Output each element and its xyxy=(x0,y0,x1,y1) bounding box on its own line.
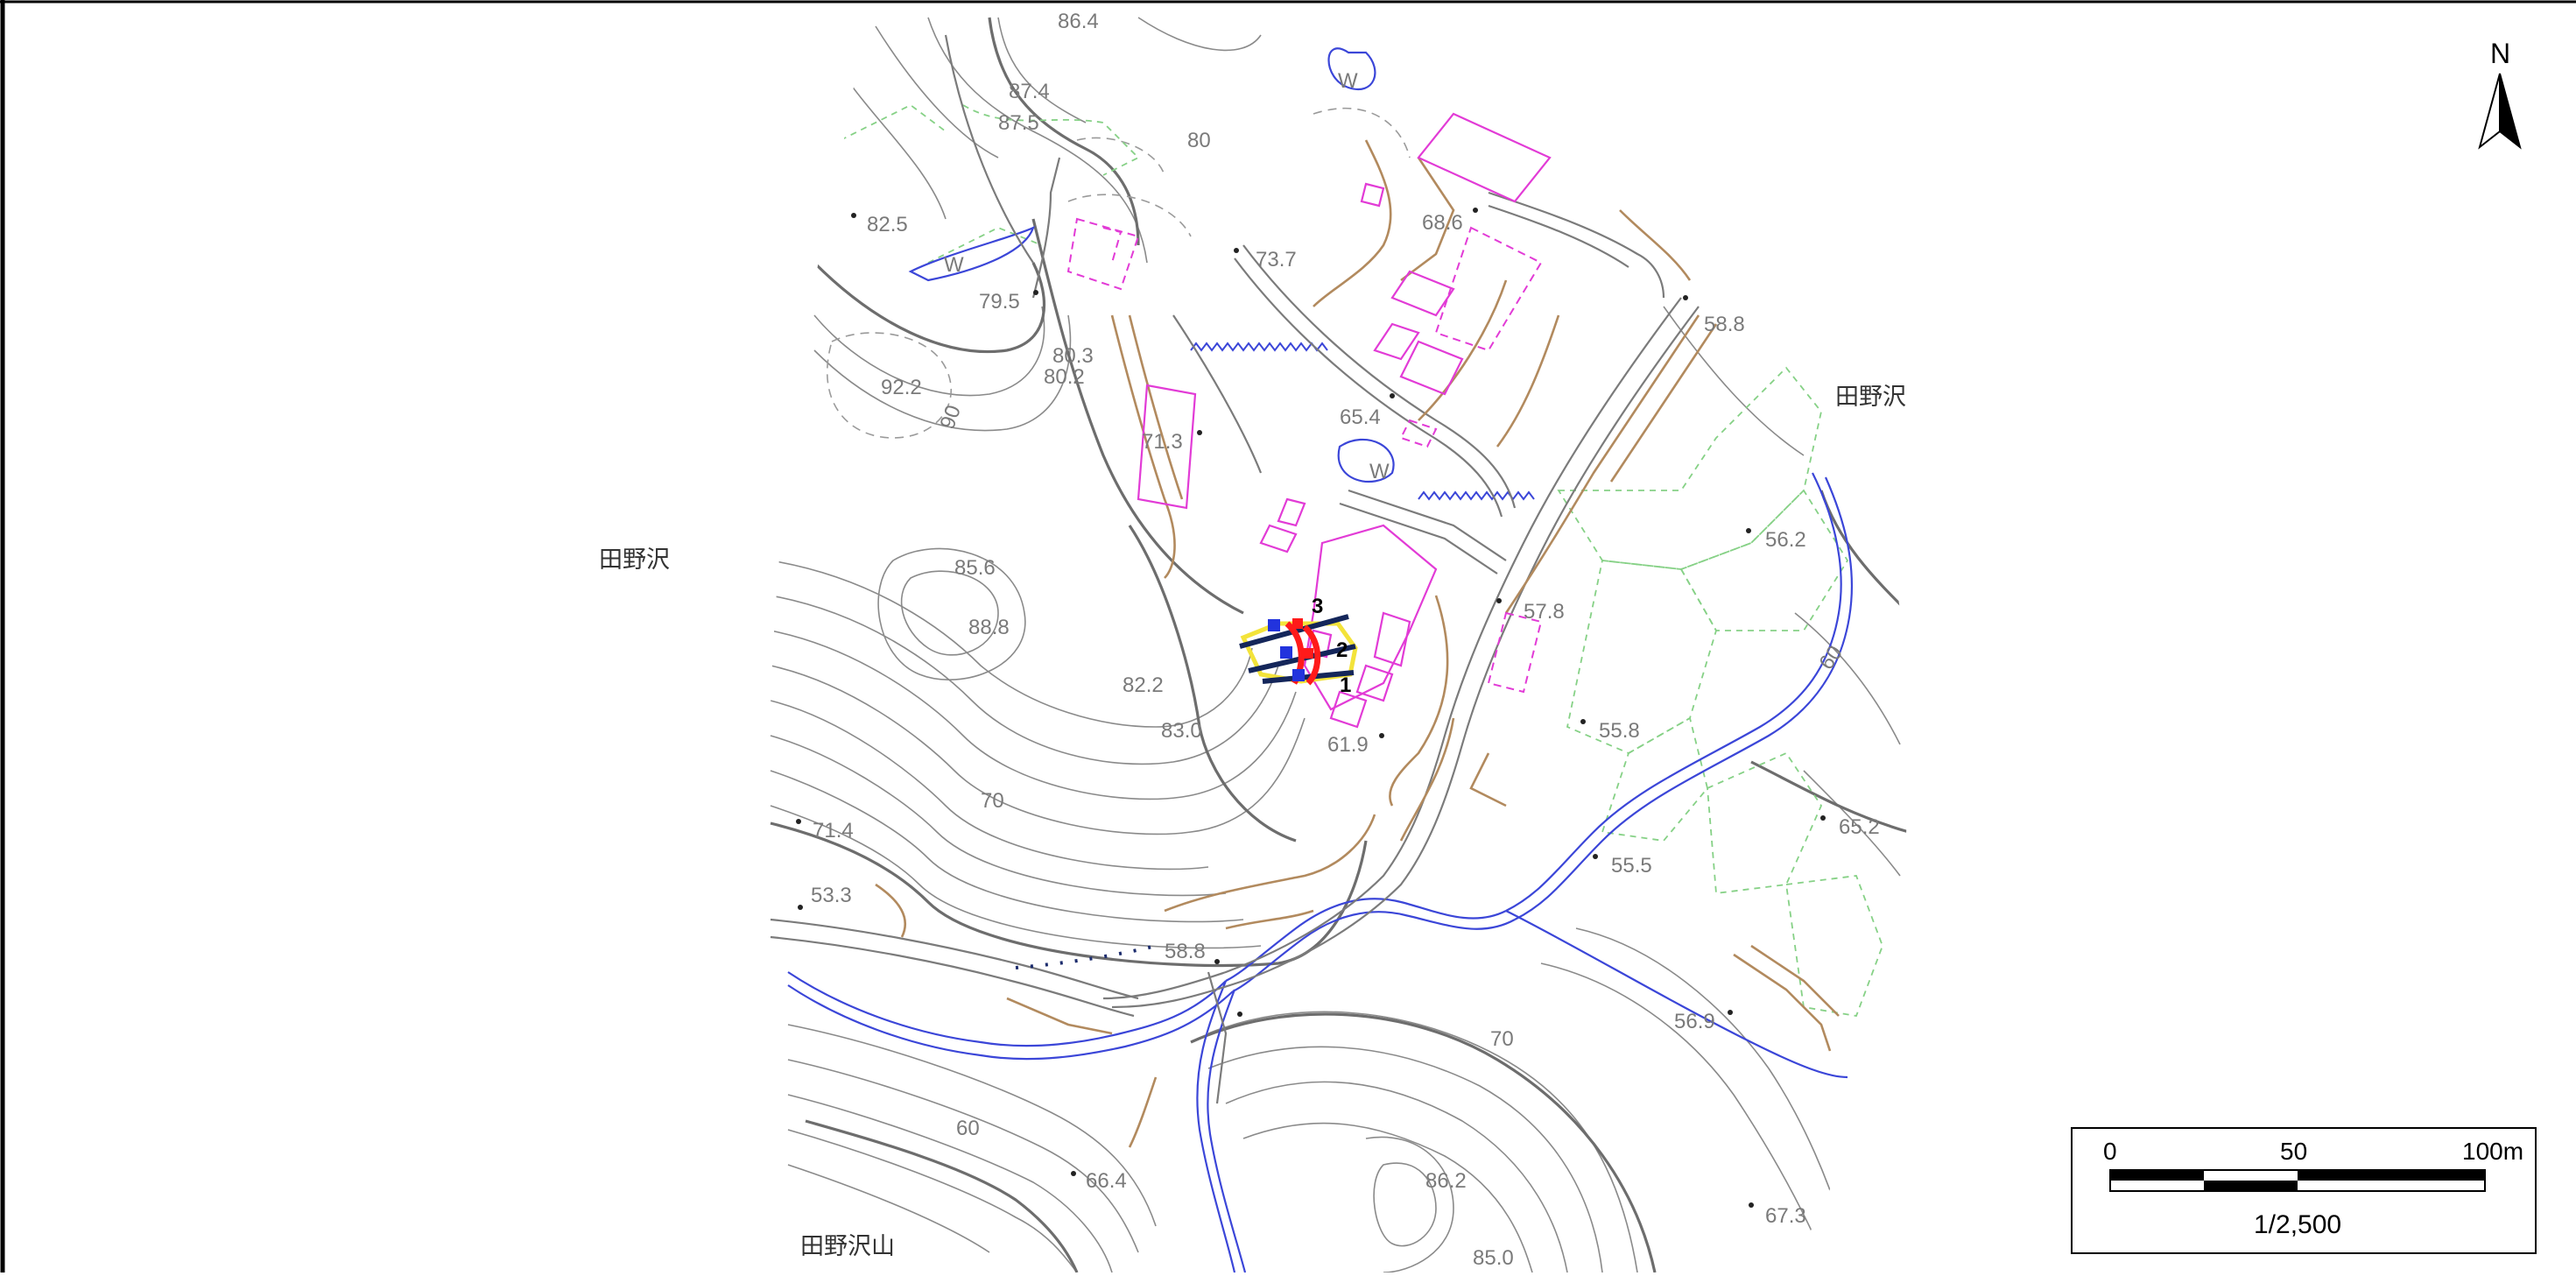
spot-height: 79.5 xyxy=(979,290,1020,314)
scale-bar: 0 50 100m 1/2,500 xyxy=(2071,1127,2537,1254)
spot-height: 65.4 xyxy=(1340,405,1381,429)
contour-label: 60 xyxy=(956,1117,980,1140)
spot-height: 82.2 xyxy=(1123,673,1164,697)
north-arrow-icon: N xyxy=(2478,38,2522,150)
section-label-1: 1 xyxy=(1340,673,1351,697)
spot-height: 66.4 xyxy=(1086,1169,1127,1193)
spot-height: 86.2 xyxy=(1425,1169,1467,1193)
section-label-3: 3 xyxy=(1312,595,1323,618)
spot-height: 80.2 xyxy=(1044,365,1085,389)
index-contours xyxy=(770,17,1910,1272)
spot-height: 71.3 xyxy=(1142,430,1183,454)
place-name-tanosawa-yama: 田野沢山 xyxy=(800,1233,895,1260)
contour-label: 80 xyxy=(1187,129,1211,152)
scale-tick-100: 100m xyxy=(2462,1138,2523,1165)
section-line-1 xyxy=(1262,670,1355,684)
spot-height: 53.3 xyxy=(811,884,852,907)
survey-section: 3 2 1 xyxy=(1239,595,1358,697)
rivers xyxy=(787,47,1854,1272)
spot-height: 83.0 xyxy=(1161,719,1202,743)
spot-height: 87.4 xyxy=(1009,80,1050,103)
north-label: N xyxy=(2490,38,2510,69)
contour-label: 70 xyxy=(1490,1027,1514,1051)
aux-contours xyxy=(827,107,1411,439)
spot-height: 57.8 xyxy=(1524,600,1565,624)
water-mark: W xyxy=(944,253,964,277)
survey-point-red xyxy=(1292,618,1303,629)
spot-height: 92.2 xyxy=(881,376,922,399)
spot-height: 65.2 xyxy=(1839,815,1880,839)
survey-point xyxy=(1280,646,1292,659)
water-mark: W xyxy=(1338,69,1358,93)
spot-height: 86.4 xyxy=(1058,10,1099,33)
spot-height: 73.7 xyxy=(1256,248,1297,271)
scale-tick-0: 0 xyxy=(2103,1138,2117,1165)
survey-point xyxy=(1292,669,1305,681)
spot-height: 56.2 xyxy=(1765,528,1806,552)
survey-point xyxy=(1268,619,1280,631)
spot-height: 67.3 xyxy=(1765,1204,1806,1228)
place-name-tanosawa-west: 田野沢 xyxy=(599,546,670,574)
spot-height: 87.5 xyxy=(998,111,1039,135)
scale-tick-50: 50 xyxy=(2280,1138,2307,1165)
spot-height: 80.3 xyxy=(1052,344,1094,368)
contour-label: 70 xyxy=(981,789,1004,813)
spot-height: 58.8 xyxy=(1165,940,1206,963)
spot-height: 68.6 xyxy=(1422,211,1463,235)
spot-height: 55.8 xyxy=(1599,719,1640,743)
roads xyxy=(770,34,1700,1104)
place-name-tanosawa-east: 田野沢 xyxy=(1835,384,1906,411)
slope-lines xyxy=(875,139,1840,1148)
spot-heights: 86.4 87.4 87.5 80 82.5 73.7 68.6 79.5 58… xyxy=(811,10,1880,1270)
contour-lines xyxy=(770,17,1901,1272)
water-mark: W xyxy=(1369,460,1390,483)
spot-height: 85.6 xyxy=(954,556,996,580)
section-label-2: 2 xyxy=(1336,638,1348,662)
spot-height: 82.5 xyxy=(867,213,908,236)
scale-ratio: 1/2,500 xyxy=(2254,1210,2341,1239)
spot-height: 58.8 xyxy=(1704,313,1745,336)
map-area xyxy=(770,17,1910,1272)
spot-height: 61.9 xyxy=(1327,733,1369,757)
spot-height: 56.9 xyxy=(1674,1010,1715,1033)
spot-height: 88.8 xyxy=(968,616,1010,639)
spot-height: 85.0 xyxy=(1473,1246,1514,1270)
buildings xyxy=(1066,112,1552,729)
survey-point-red xyxy=(1303,648,1313,659)
spot-height: 55.5 xyxy=(1611,854,1652,878)
spot-height: 71.4 xyxy=(813,819,854,842)
spot-height-dots xyxy=(796,208,1826,1208)
